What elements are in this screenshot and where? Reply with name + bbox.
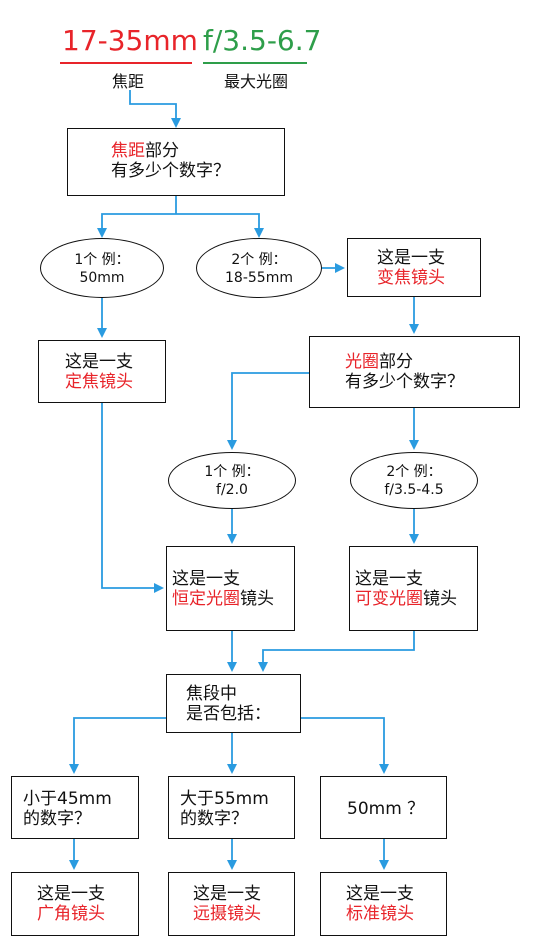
focal-one-line1: 1个 例：	[74, 252, 130, 268]
wide-angle-label: 广角镜头	[37, 904, 105, 924]
is50-line1: 50mm ？	[347, 799, 425, 819]
standard-lens-box	[320, 872, 447, 936]
telephoto-box	[168, 872, 295, 936]
zoom-lens-label: 变焦镜头	[377, 268, 445, 288]
standard-line1: 这是一支	[346, 884, 414, 904]
focal-question-box	[67, 128, 285, 196]
range-question-line2: 是否包括：	[186, 704, 271, 724]
focal-length-caption: 焦距	[112, 72, 145, 91]
focal-one-line2: 50mm	[79, 270, 125, 286]
aperture-question-line1: 光圈部分	[345, 352, 413, 372]
zoom-lens-box	[347, 238, 481, 297]
tele-line1: 这是一支	[193, 884, 261, 904]
arrow-to-is50	[301, 717, 389, 774]
arrow-variable-to-range	[258, 631, 415, 672]
constant-aperture-label: 恒定光圈	[172, 589, 240, 609]
variable-line1: 这是一支	[355, 569, 423, 589]
wide-angle-box	[11, 872, 139, 936]
more55-line1: 大于55mm	[180, 789, 269, 809]
aperture-question-line2: 有多少个数字？	[345, 372, 464, 392]
arrow-to-less45	[69, 717, 166, 774]
focal-question-highlight: 焦距	[111, 141, 145, 161]
telephoto-label: 远摄镜头	[193, 904, 261, 924]
arrow-header-to-focal-question	[129, 90, 181, 128]
constant-lens-suffix: 镜头	[240, 589, 274, 609]
focal-two-oval	[196, 238, 322, 298]
zoom-line1: 这是一支	[377, 248, 445, 268]
wide-line1: 这是一支	[37, 884, 105, 904]
focal-two-line2: 18-55mm	[225, 270, 293, 286]
prime-lens-label: 定焦镜头	[65, 372, 133, 392]
constant-line1: 这是一支	[172, 569, 240, 589]
focal-question-line1: 焦距部分	[111, 141, 179, 161]
arrow-to-aperture-one	[227, 372, 309, 450]
aperture-one-line2: f/2.0	[216, 482, 248, 498]
focal-two-line1: 2个 例：	[231, 252, 287, 268]
arrow-prime-to-constant	[101, 403, 164, 593]
arrow-to-focal-one	[97, 213, 176, 238]
aperture-question-highlight: 光圈	[345, 352, 379, 372]
aperture-question-rest: 部分	[379, 352, 413, 372]
aperture-question-box	[309, 336, 520, 408]
variable-aperture-label: 可变光圈	[355, 589, 423, 609]
prime-lens-box	[38, 340, 166, 403]
variable-line2: 可变光圈镜头	[355, 589, 457, 609]
aperture-two-line1: 2个 例：	[386, 464, 442, 480]
focal-underline	[60, 62, 192, 64]
max-aperture-caption: 最大光圈	[224, 72, 289, 91]
aperture-one-oval	[168, 452, 296, 509]
range-question-line1: 焦段中	[186, 684, 237, 704]
variable-aperture-box	[349, 546, 478, 631]
range-question-box	[166, 674, 301, 733]
aperture-underline	[203, 62, 307, 64]
more55-line2: 的数字？	[180, 809, 248, 829]
constant-line2: 恒定光圈镜头	[172, 589, 274, 609]
more-than-55-box	[168, 776, 295, 839]
aperture-one-line1: 1个 例：	[204, 464, 260, 480]
is-50mm-box	[320, 776, 447, 839]
aperture-two-line2: f/3.5-4.5	[384, 482, 444, 498]
prime-line1: 这是一支	[65, 352, 133, 372]
aperture-value: f/3.5-6.7	[203, 24, 322, 57]
arrow-to-focal-two	[176, 213, 264, 238]
focal-length-value: 17-35mm	[62, 24, 198, 57]
less-than-45-box	[11, 776, 139, 839]
variable-lens-suffix: 镜头	[423, 589, 457, 609]
focal-one-oval	[40, 238, 164, 298]
focal-question-line2: 有多少个数字？	[111, 161, 230, 181]
less45-line2: 的数字？	[23, 809, 91, 829]
constant-aperture-box	[166, 546, 295, 631]
less45-line1: 小于45mm	[23, 789, 112, 809]
focal-question-rest: 部分	[145, 141, 179, 161]
aperture-two-oval	[350, 452, 478, 509]
standard-lens-label: 标准镜头	[346, 904, 414, 924]
